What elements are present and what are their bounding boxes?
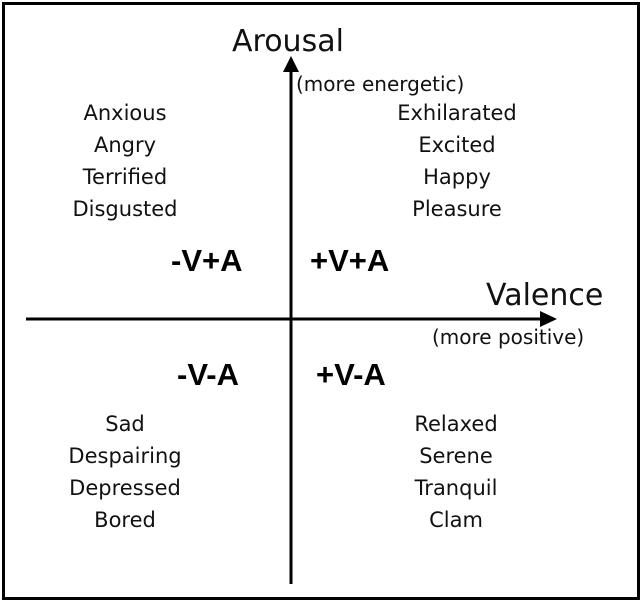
valence-axis-title: Valence	[486, 278, 604, 313]
quadrant-bottom-right-words: Relaxed Serene Tranquil Clam	[356, 408, 556, 536]
emotion-word: Anxious	[83, 101, 167, 125]
quadrant-top-left-words: Anxious Angry Terrified Disgusted	[25, 97, 225, 225]
quadrant-label-neg-valence-neg-arousal: -V-A	[177, 357, 239, 392]
emotion-word: Angry	[93, 133, 157, 157]
emotion-word: Excited	[418, 133, 496, 157]
emotion-word: Exhilarated	[397, 101, 517, 125]
emotion-word: Terrified	[82, 165, 168, 189]
quadrant-label-neg-valence-pos-arousal: -V+A	[171, 243, 243, 278]
valence-axis-subtitle: (more positive)	[432, 325, 585, 349]
quadrant-label-pos-valence-pos-arousal: +V+A	[310, 243, 390, 278]
emotion-word: Tranquil	[414, 476, 498, 500]
emotion-word: Bored	[94, 508, 156, 532]
emotion-word: Pleasure	[412, 197, 502, 221]
emotion-word: Despairing	[68, 444, 182, 468]
valence-arrow-icon	[540, 311, 557, 327]
arousal-axis-title: Arousal	[232, 24, 344, 59]
emotion-word: Relaxed	[414, 412, 498, 436]
emotion-word: Disgusted	[72, 197, 178, 221]
emotion-word: Sad	[105, 412, 145, 436]
emotion-word: Happy	[423, 165, 491, 189]
quadrant-top-right-words: Exhilarated Excited Happy Pleasure	[357, 97, 557, 225]
arousal-arrow-icon	[283, 56, 299, 72]
emotion-word: Depressed	[69, 476, 181, 500]
emotion-word: Clam	[429, 508, 483, 532]
quadrant-label-pos-valence-neg-arousal: +V-A	[316, 357, 386, 392]
emotion-word: Serene	[419, 444, 493, 468]
quadrant-bottom-left-words: Sad Despairing Depressed Bored	[25, 408, 225, 536]
arousal-axis-subtitle: (more energetic)	[296, 72, 465, 96]
